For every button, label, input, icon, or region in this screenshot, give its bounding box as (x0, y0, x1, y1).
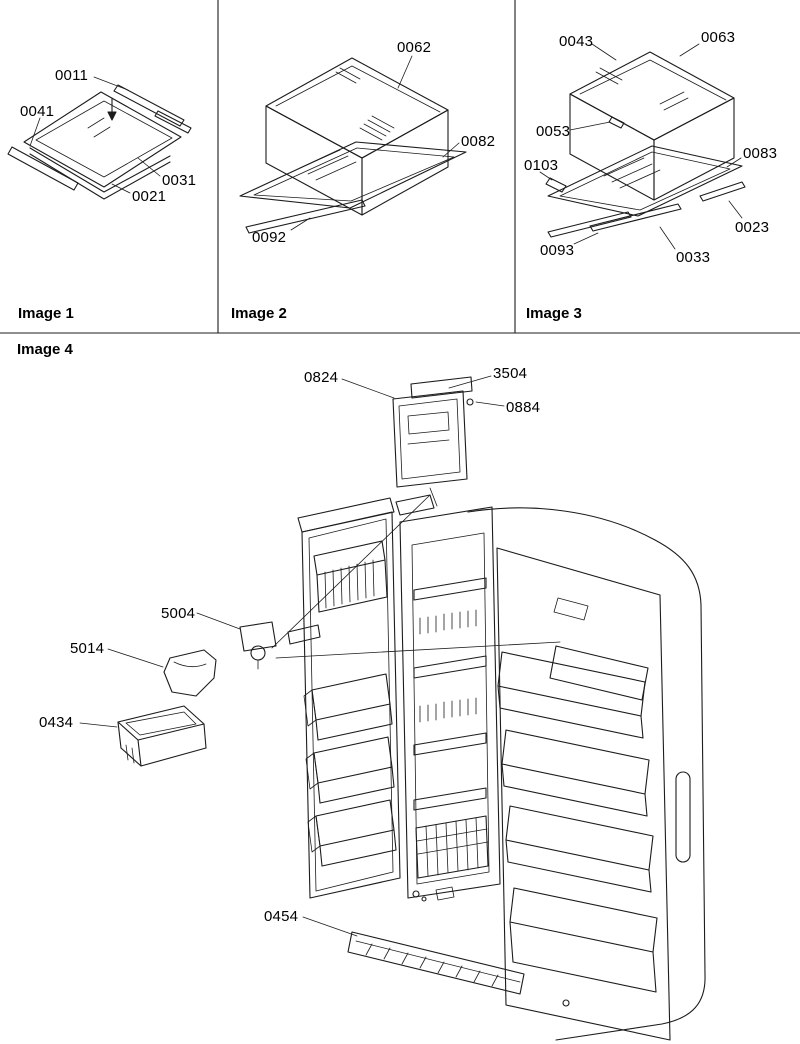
part-label-0103: 0103 (524, 157, 559, 174)
part-label-0082: 0082 (461, 133, 496, 150)
freezer-door-drawing (287, 494, 435, 899)
dispenser-panel-drawing (392, 376, 474, 507)
part-label-0043: 0043 (559, 33, 594, 50)
door-handle (675, 771, 691, 863)
part-label-0053: 0053 (536, 123, 571, 140)
part-label-0062: 0062 (397, 39, 432, 56)
crisper-assembly-drawing-2 (239, 57, 467, 234)
part-label-0033: 0033 (676, 249, 711, 266)
leader-lines-image4 (79, 375, 505, 937)
part-label-5004: 5004 (161, 605, 196, 622)
part-label-0092: 0092 (252, 229, 287, 246)
part-label-0434: 0434 (39, 714, 74, 731)
part-label-0011: 0011 (55, 67, 89, 84)
part-label-0884: 0884 (506, 399, 541, 416)
part-label-0031: 0031 (162, 172, 197, 189)
leader-lines-image3 (539, 43, 743, 250)
part-label-3504: 3504 (493, 365, 528, 382)
cabinet-center-drawing (399, 506, 570, 1007)
panel-title-image1: Image 1 (18, 305, 74, 322)
panel-title-image3: Image 3 (526, 305, 582, 322)
part-label-0063: 0063 (701, 29, 736, 46)
leader-lines-image2 (290, 55, 460, 231)
part-label-0041: 0041 (20, 103, 55, 120)
panel-title-image4: Image 4 (17, 341, 73, 358)
panel-dividers (0, 0, 800, 334)
part-label-0454: 0454 (264, 908, 299, 925)
part-label-0083: 0083 (743, 145, 778, 162)
part-label-0023: 0023 (735, 219, 770, 236)
part-label-5014: 5014 (70, 640, 105, 657)
shelf-assembly-drawing-1 (7, 84, 192, 200)
part-label-0021: 0021 (132, 188, 167, 205)
fresh-food-door-drawing (496, 547, 671, 1041)
part-label-0824: 0824 (304, 369, 339, 386)
kickplate-drawing (347, 931, 525, 995)
crisper-assembly-drawing-3 (545, 51, 746, 238)
panel-title-image2: Image 2 (231, 305, 287, 322)
outer-door-silhouette (467, 507, 706, 1041)
leader-lines-image1 (29, 76, 161, 194)
part-label-0093: 0093 (540, 242, 575, 259)
small-parts-drawing (117, 494, 561, 767)
